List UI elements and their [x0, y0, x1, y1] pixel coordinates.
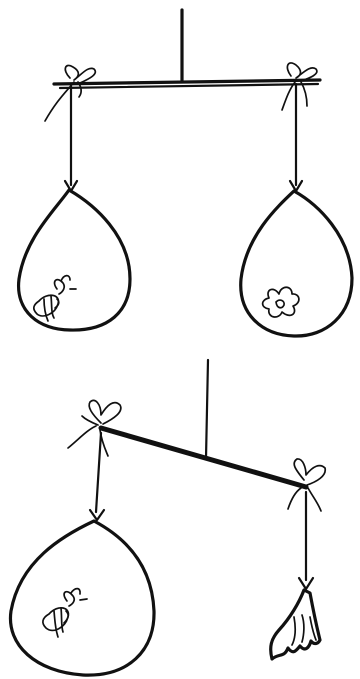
- balance-drawing: [0, 0, 360, 679]
